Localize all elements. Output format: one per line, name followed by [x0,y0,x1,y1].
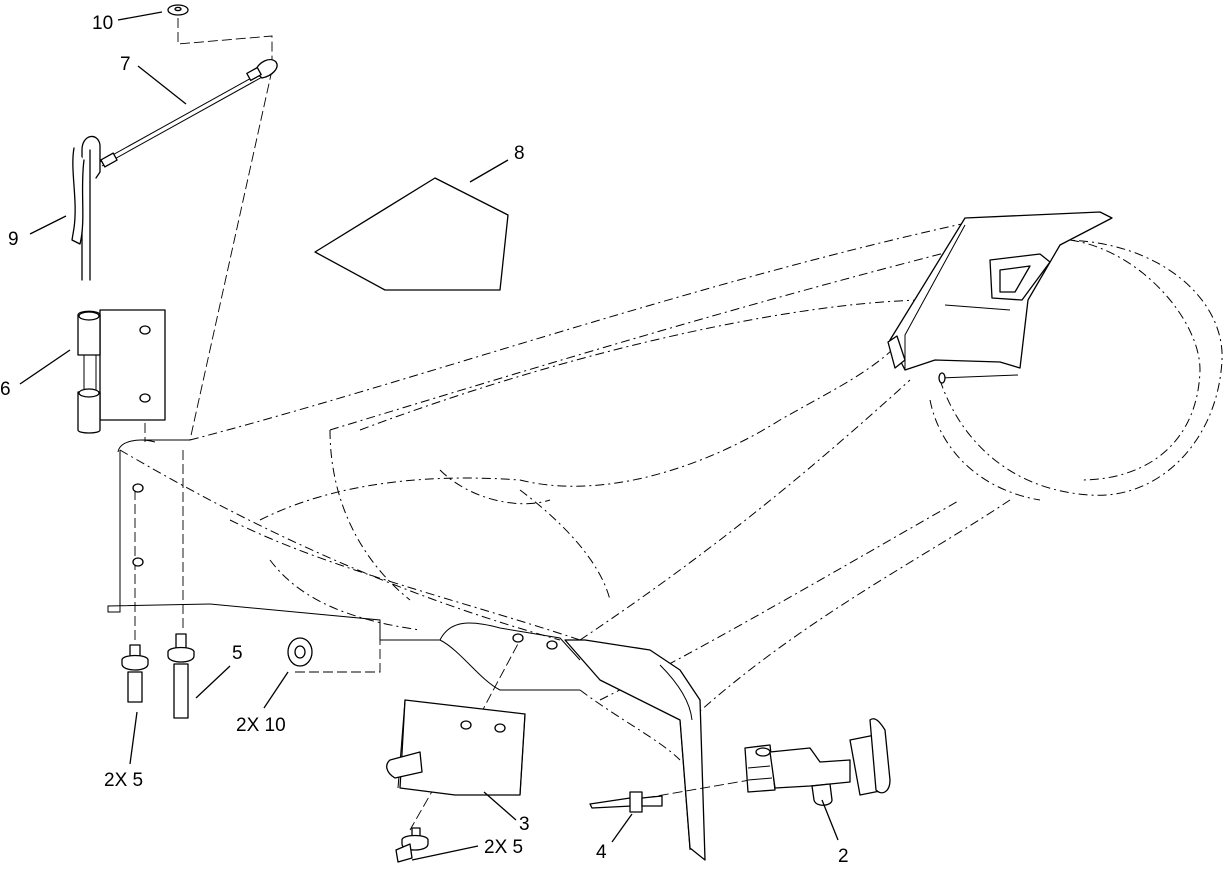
callout-labels: 10 7 9 8 6 5 2X 10 2X 5 3 4 2X 5 2 [0,13,849,867]
rivet-part-5-bottom [395,827,429,863]
bracket-part-3 [386,699,526,796]
callout-6: 6 [0,379,11,400]
callout-8: 8 [514,143,525,164]
lanyard-part-7 [99,58,278,168]
callout-2x5-left: 2X 5 [104,770,143,791]
rivet-part-5-right [167,633,195,719]
hinge-part-6 [77,309,166,434]
pin-part-4 [589,791,663,813]
washer-part-10 [167,4,189,16]
plate-part-8 [314,177,509,291]
callout-7: 7 [120,54,131,75]
callout-4: 4 [596,842,607,863]
callout-10-top: 10 [92,13,113,34]
callout-leaders [19,11,839,861]
callout-2x10: 2X 10 [236,715,286,736]
chute-lower-outline [107,439,706,861]
chute-end-bracket [887,211,1113,384]
rivet-part-5-left [121,644,149,703]
callout-5: 5 [232,643,243,664]
latch-part-2 [744,718,891,806]
hairpin-part-9 [71,135,101,281]
washer-part-10-mid [287,637,313,667]
callout-9: 9 [8,229,19,250]
callout-3: 3 [519,814,530,835]
callout-2x5-bottom: 2X 5 [484,837,523,858]
mount-holes [132,483,558,650]
callout-2: 2 [838,846,849,867]
